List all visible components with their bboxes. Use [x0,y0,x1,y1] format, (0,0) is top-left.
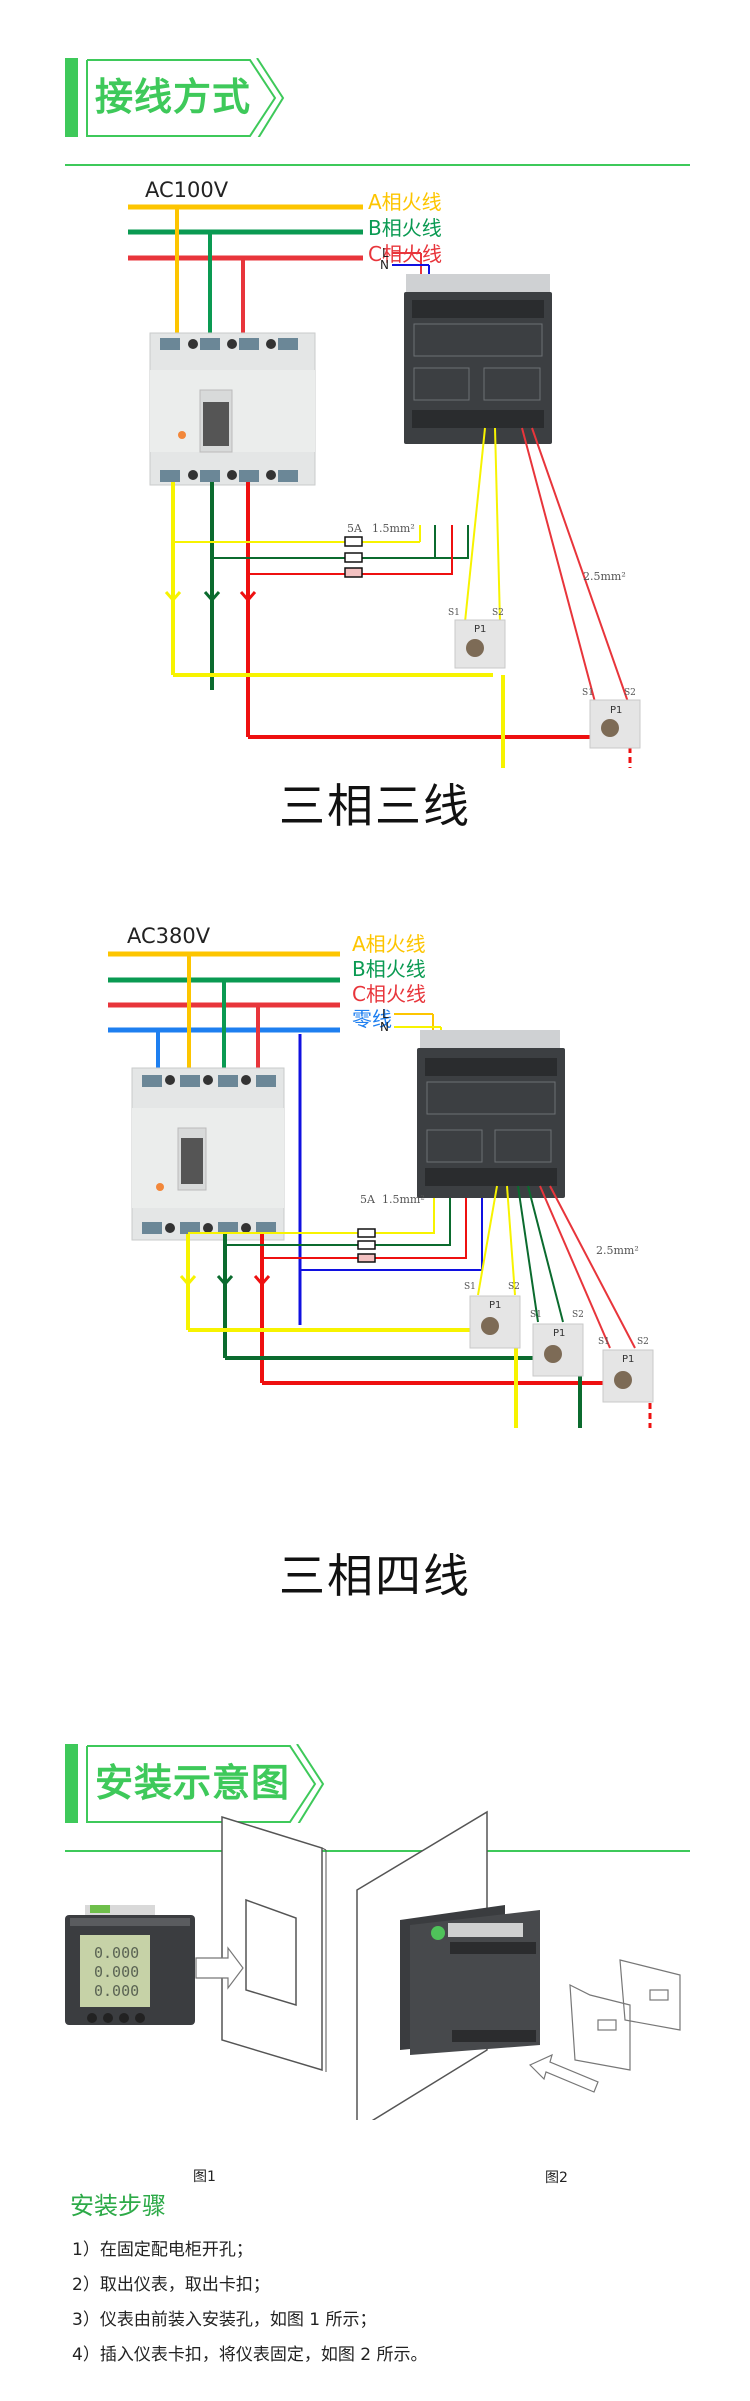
fuse-rating-label: 5A [360,1193,375,1206]
section-divider [65,1850,690,1852]
ct-a-s2: S2 [508,1282,520,1292]
meter-rear-panel [394,1013,565,1198]
panel-board-fig1 [221,1815,327,2072]
ct-a-p1: P1 [489,1300,502,1311]
terminal-label-n: N [380,1020,389,1034]
bus-lines [108,951,340,1325]
legend-phase-b: B相火线 [368,216,442,240]
voltage-label: AC100V [145,178,229,202]
ct-c-s2: S2 [637,1337,649,1347]
insert-arrow-fig2 [528,2053,599,2093]
ct-c-p1: P1 [622,1354,635,1365]
current-transformer-c [589,699,641,749]
header-accent-bar [65,1744,78,1823]
mounting-clips-fig2 [569,1959,681,2071]
current-transformer-c [602,1349,654,1403]
voltage-label: AC380V [127,924,211,948]
header-arrow-frame [86,1744,325,1823]
current-transformer-a [454,619,506,669]
ct-a-s1: S1 [448,608,460,618]
ct-a-p1: P1 [474,624,487,635]
meter-rear-fig2 [400,1905,540,2055]
diagram-caption-3p3w: 三相三线 [279,779,471,833]
wire-spec-small: 1.5mm² [382,1193,425,1206]
terminal-label-n: N [380,258,389,272]
ct-a-s1: S1 [464,1282,476,1292]
install-illustration: 0.000 0.000 0.000 [65,1810,681,2120]
meter-display-line-1: 0.000 [94,1944,139,1962]
diagram-caption-3p4w: 三相四线 [279,1549,471,1603]
ct-wires [464,427,629,703]
wiring-diagram-3p4w: AC380V A相火线 B相火线 C相火线 零线 [0,910,750,1530]
wire-spec-large: 2.5mm² [583,570,626,583]
ct-b-s2: S2 [572,1310,584,1320]
install-step: 1）在固定配电柜开孔； [72,2240,253,2260]
ct-wires [477,1185,636,1349]
install-steps-title: 安装步骤 [70,2192,166,2220]
section-header-install: 安装示意图 [65,1744,690,1854]
legend-phase-a: A相火线 [352,932,426,956]
wiring-diagram-3p3w: AC100V A相火线 B相火线 C相火线 [0,170,750,810]
legend-phase-a: A相火线 [368,190,442,214]
bus-lines [128,204,363,338]
section-header-wiring: 接线方式 [65,58,690,168]
meter-display-line-3: 0.000 [94,1982,139,2000]
legend-neutral: 零线 [352,1007,392,1031]
wire-spec-large: 2.5mm² [596,1244,639,1257]
ct-c-s1: S1 [582,688,594,698]
terminal-label-l: L [382,246,389,260]
header-accent-bar [65,58,78,137]
section-title: 接线方式 [95,75,252,119]
install-step: 4）插入仪表卡扣，将仪表固定，如图 2 所示。 [72,2345,428,2365]
ct-a-s2: S2 [492,608,504,618]
legend-phase-b: B相火线 [352,957,426,981]
circuit-breaker [149,332,316,486]
figure-caption-2: 图2 [545,2170,568,2186]
section-divider [65,164,690,166]
meter-front-fig1: 0.000 0.000 0.000 [65,1905,195,2025]
fuse-rating-label: 5A [347,522,362,535]
section-title: 安装示意图 [95,1761,291,1805]
ct-b-s1: S1 [530,1310,542,1320]
insert-arrow-fig1 [195,1946,244,1990]
figure-caption-1: 图1 [193,2169,216,2185]
header-arrow-frame [86,58,285,137]
current-transformer-a [469,1295,521,1349]
ct-c-s1: S1 [598,1337,610,1347]
meter-display-line-2: 0.000 [94,1963,139,1981]
install-step: 3）仪表由前装入安装孔，如图 1 所示； [72,2310,377,2330]
meter-rear-panel [392,252,552,444]
ct-b-p1: P1 [553,1328,566,1339]
circuit-breaker [131,1067,285,1241]
terminal-label-l: L [382,1007,389,1021]
wiring-diagram-svg [128,204,641,768]
install-step: 2）取出仪表，取出卡扣； [72,2275,270,2295]
wire-spec-small: 1.5mm² [372,522,415,535]
ct-c-p1: P1 [610,705,623,716]
current-transformer-b [532,1323,584,1377]
legend-phase-c: C相火线 [352,982,426,1006]
ct-c-s2: S2 [624,688,636,698]
voltage-tap-wires [173,525,469,578]
wiring-diagram-svg [108,951,654,1428]
